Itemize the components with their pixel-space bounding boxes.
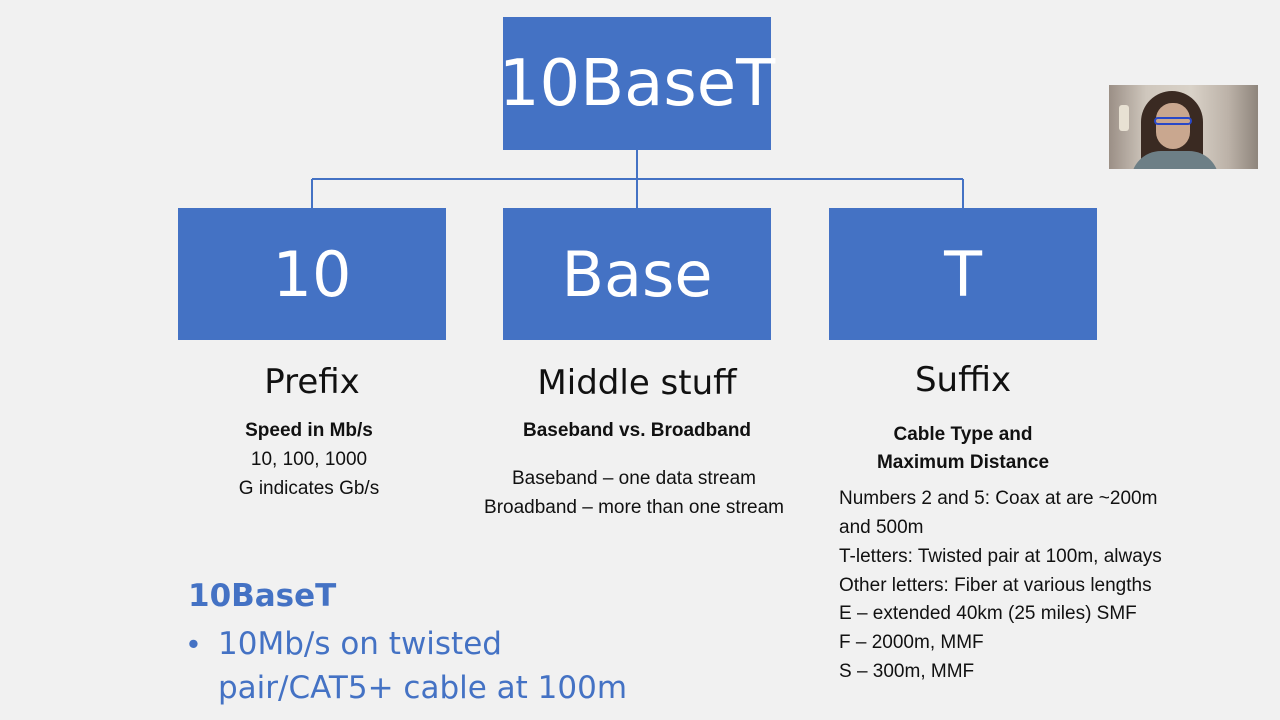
box-suffix: T — [829, 208, 1097, 340]
prefix-subtitle: Speed in Mb/s — [245, 420, 373, 441]
middle-subtitle: Baseband vs. Broadband — [522, 420, 752, 441]
prefix-line-2: G indicates Gb/s — [238, 478, 380, 499]
suffix-line-3: T-letters: Twisted pair at 100m, always — [839, 546, 1162, 567]
suffix-line-5: E – extended 40km (25 miles) SMF — [839, 603, 1137, 624]
box-middle: Base — [503, 208, 771, 340]
suffix-subtitle-line-1: Cable Type and — [893, 424, 1033, 445]
suffix-line-4: Other letters: Fiber at various lengths — [839, 575, 1152, 596]
presenter-face — [1156, 103, 1190, 149]
box-prefix: 10 — [178, 208, 446, 340]
summary-text: 10Mb/s on twisted pair/CAT5+ cable at 10… — [218, 626, 628, 706]
presenter-glasses — [1154, 117, 1192, 125]
suffix-line-1: Numbers 2 and 5: Coax at are ~200m — [839, 488, 1158, 509]
middle-line-2: Broadband – more than one stream — [484, 497, 784, 518]
suffix-line-7: S – 300m, MMF — [839, 661, 975, 682]
root-box-10baset: 10BaseT — [499, 17, 775, 150]
bullet-icon: • — [188, 626, 199, 661]
heading-prefix: Prefix — [264, 362, 360, 402]
suffix-line-2: and 500m — [839, 517, 924, 538]
heading-middle: Middle stuff — [537, 363, 737, 403]
presenter-shirt — [1131, 151, 1219, 169]
summary-title: 10BaseT — [188, 578, 337, 614]
suffix-subtitle-line-2: Maximum Distance — [876, 452, 1050, 473]
prefix-line-1: 10, 100, 1000 — [250, 449, 368, 470]
webcam-video-feed — [1109, 85, 1258, 169]
suffix-line-6: F – 2000m, MMF — [839, 632, 984, 653]
heading-suffix: Suffix — [914, 360, 1012, 400]
background-lamp — [1119, 105, 1129, 131]
middle-line-1: Baseband – one data stream — [511, 468, 756, 489]
